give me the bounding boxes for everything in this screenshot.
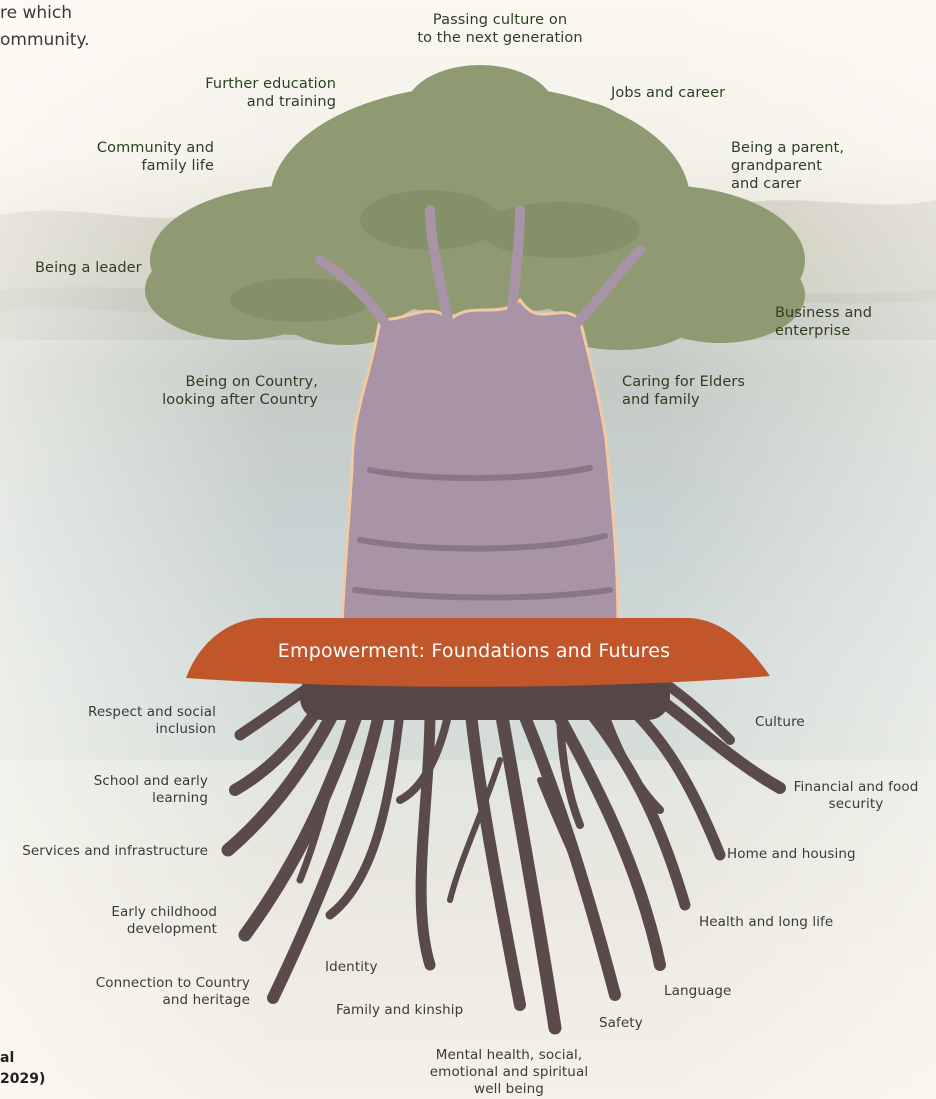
label-jobs-career: Jobs and career [611,85,726,101]
label-identity: Identity [325,959,378,975]
label-safety: Safety [599,1015,643,1031]
label-being-parent: Being a parent, grandparent and carer [731,140,845,192]
label-services: Services and infrastructure [22,843,208,859]
label-culture: Culture [755,714,805,730]
tree-roots [221,674,786,1035]
label-community-family: Community and family life [96,140,214,174]
figure-caption-fragment: al 2029) [0,1050,46,1087]
label-caring-elders: Caring for Elders and family [622,374,746,408]
label-family-kinship: Family and kinship [336,1002,464,1018]
label-language: Language [664,983,732,999]
label-connection-country: Connection to Country and heritage [95,975,250,1008]
label-financial: Financial and food security [793,779,919,812]
label-being-on-country: Being on Country, looking after Country [162,374,318,408]
label-early-childhood: Early childhood development [111,904,217,937]
intro-paragraph-fragment: re which ommunity. [0,3,90,50]
label-health: Health and long life [699,914,834,930]
label-respect: Respect and social inclusion [88,704,216,737]
label-further-education: Further education and training [205,76,336,110]
label-business-enterprise: Business and enterprise [775,305,873,339]
banner-shape [186,618,770,687]
label-home-housing: Home and housing [727,846,856,862]
tree-trunk [340,297,620,627]
label-being-leader: Being a leader [35,260,142,276]
banner-label: Empowerment: Foundations and Futures [277,640,671,662]
label-mental-health: Mental health, social, emotional and spi… [429,1047,589,1097]
label-school: School and early learning [93,773,208,806]
label-passing-culture: Passing culture on to the next generatio… [417,12,583,46]
